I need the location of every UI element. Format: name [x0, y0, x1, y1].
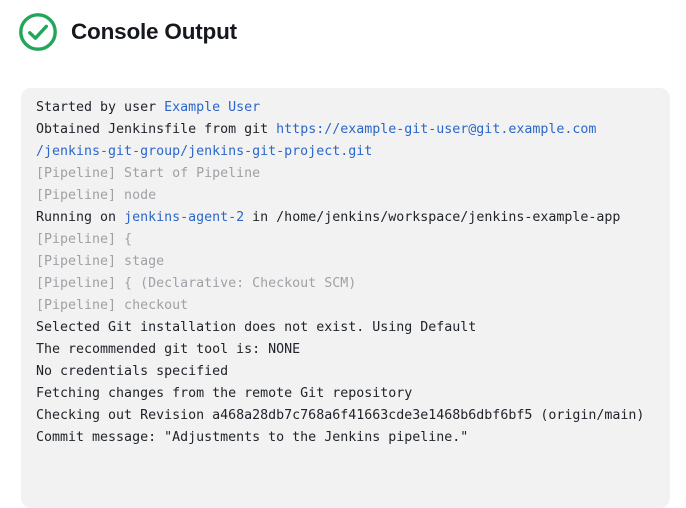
check-circle-icon	[19, 13, 57, 51]
console-text: Checking out Revision a468a28db7c768a6f4…	[36, 408, 645, 423]
console-text: Obtained Jenkinsfile from git	[36, 122, 277, 137]
console-line: [Pipeline] Start of Pipeline	[36, 163, 655, 185]
page-title: Console Output	[71, 19, 237, 44]
console-line: Checking out Revision a468a28db7c768a6f4…	[36, 405, 655, 427]
console-line: No credentials specified	[36, 361, 655, 383]
console-line: Obtained Jenkinsfile from git https://ex…	[36, 119, 655, 141]
console-line: [Pipeline] node	[36, 185, 655, 207]
console-text-muted: [Pipeline] {	[36, 232, 133, 247]
console-text-muted: [Pipeline] node	[36, 188, 157, 203]
console-text-muted: [Pipeline] Start of Pipeline	[36, 166, 261, 181]
console-text: The recommended git tool is: NONE	[36, 342, 301, 357]
console-text: Selected Git installation does not exist…	[36, 320, 477, 335]
console-line: [Pipeline] checkout	[36, 295, 655, 317]
console-line: Selected Git installation does not exist…	[36, 317, 655, 339]
console-text: No credentials specified	[36, 364, 229, 379]
console-line: Started by user Example User	[36, 97, 655, 119]
console-line: [Pipeline] {	[36, 229, 655, 251]
console-line: The recommended git tool is: NONE	[36, 339, 655, 361]
page-header: Console Output	[18, 12, 237, 52]
console-link[interactable]: https://example-git-user@git.example.com	[276, 122, 597, 137]
console-text: Started by user	[36, 100, 165, 115]
console-text-muted: [Pipeline] checkout	[36, 298, 189, 313]
console-line: Commit message: "Adjustments to the Jenk…	[36, 427, 655, 449]
console-text: Fetching changes from the remote Git rep…	[36, 386, 413, 401]
console-link[interactable]: jenkins-agent-2	[124, 210, 245, 225]
console-line: [Pipeline] { (Declarative: Checkout SCM)	[36, 273, 655, 295]
console-text: Commit message: "Adjustments to the Jenk…	[36, 430, 469, 445]
console-link[interactable]: Example User	[164, 100, 261, 115]
console-text: Running on	[36, 210, 125, 225]
console-text-muted: [Pipeline] { (Declarative: Checkout SCM)	[36, 276, 357, 291]
console-link[interactable]: /jenkins-git-group/jenkins-git-project.g…	[36, 144, 373, 159]
console-line: [Pipeline] stage	[36, 251, 655, 273]
console-text: in /home/jenkins/workspace/jenkins-examp…	[244, 210, 621, 225]
console-line: Running on jenkins-agent-2 in /home/jenk…	[36, 207, 655, 229]
console-line: Fetching changes from the remote Git rep…	[36, 383, 655, 405]
console-line: /jenkins-git-group/jenkins-git-project.g…	[36, 141, 655, 163]
console-text-muted: [Pipeline] stage	[36, 254, 165, 269]
